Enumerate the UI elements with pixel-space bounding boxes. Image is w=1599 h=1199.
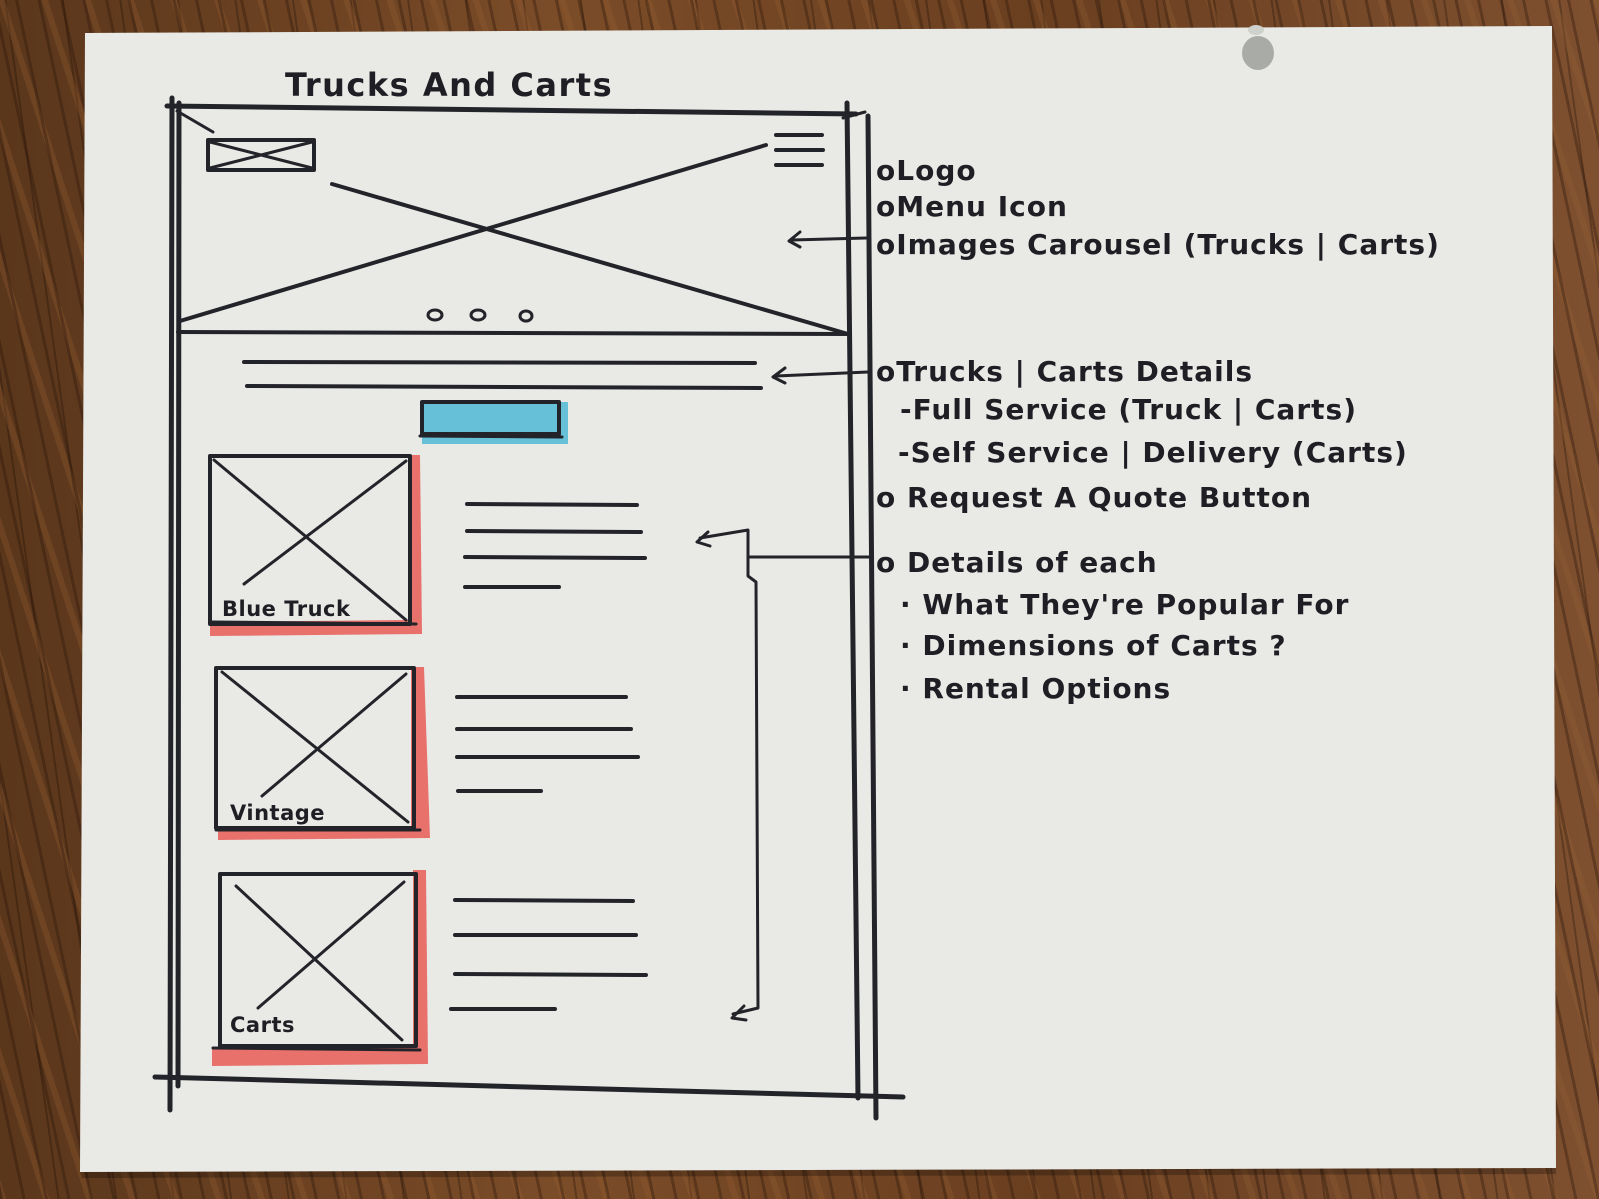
wireframe-frame	[152, 95, 906, 1121]
pin-hole	[1242, 36, 1274, 70]
note-quote-button: o Request A Quote Button	[876, 481, 1312, 514]
sketch-title: Trucks And Carts	[285, 66, 613, 104]
paper-sheet	[80, 26, 1556, 1172]
header-carousel	[176, 133, 852, 336]
annotation-list: oLogo oMenu Icon oImages Carousel (Truck…	[876, 154, 1440, 705]
card-vintage-text-lines	[455, 695, 640, 793]
card-label-blue-truck: Blue Truck	[222, 597, 351, 621]
carousel-dots-icon	[426, 308, 534, 323]
note-menu-icon: oMenu Icon	[876, 190, 1068, 223]
note-popular: · What They're Popular For	[900, 588, 1349, 621]
card-label-vintage: Vintage	[230, 801, 325, 825]
note-dimensions: · Dimensions of Carts ?	[900, 629, 1287, 662]
note-each: o Details of each	[876, 546, 1158, 579]
card-blue-truck: Blue Truck	[208, 454, 422, 636]
details-text-lines	[242, 360, 763, 390]
note-details: oTrucks | Carts Details	[876, 355, 1253, 388]
card-carts: Carts	[211, 870, 428, 1066]
note-full-service: -Full Service (Truck | Carts)	[900, 393, 1357, 426]
menu-icon	[774, 133, 825, 167]
note-logo: oLogo	[876, 154, 977, 187]
request-quote-button-sketch	[418, 400, 568, 444]
header-divider	[176, 330, 852, 336]
note-self-service: -Self Service | Delivery (Carts)	[898, 436, 1408, 469]
card-vintage: Vintage	[214, 666, 430, 840]
carousel-image-placeholder	[178, 143, 850, 336]
card-label-carts: Carts	[230, 1013, 295, 1037]
pin-hole-top	[1248, 25, 1264, 35]
card-carts-text-lines	[449, 898, 648, 1011]
card-blue-truck-text-lines	[463, 502, 647, 589]
connector-arrows	[695, 230, 872, 1022]
logo-placeholder	[206, 138, 316, 172]
paper-shadow	[80, 1168, 1556, 1178]
note-rental: · Rental Options	[900, 672, 1171, 705]
note-carousel: oImages Carousel (Trucks | Carts)	[876, 228, 1440, 261]
